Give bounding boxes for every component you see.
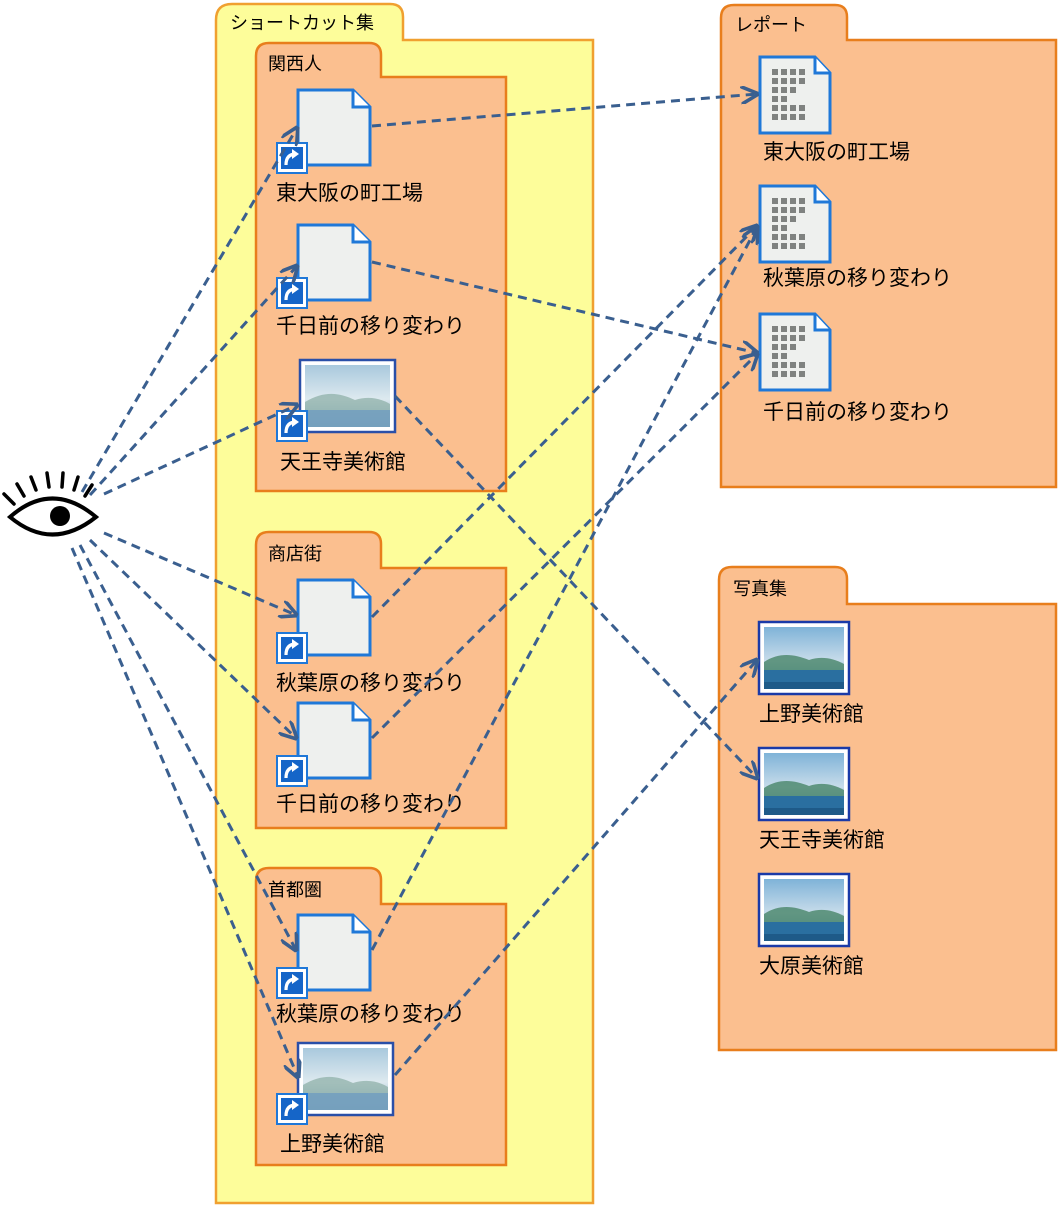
report-item-1[interactable]: 東大阪の町工場 bbox=[758, 55, 910, 164]
photos-item-3-label: 大原美術館 bbox=[759, 954, 864, 978]
shortcut-arrow-icon bbox=[275, 631, 309, 665]
photo-icon bbox=[757, 620, 851, 696]
photos-item-2[interactable]: 天王寺美術館 bbox=[757, 746, 885, 852]
shotengai-item-2-label: 千日前の移り変わり bbox=[276, 792, 465, 816]
shutoken-item-2-label: 上野美術館 bbox=[280, 1132, 385, 1156]
report-document-icon bbox=[758, 312, 832, 392]
connector bbox=[371, 94, 757, 128]
kansai-item-2[interactable]: 千日前の移り変わり bbox=[275, 223, 465, 338]
kansai-item-3[interactable]: 天王寺美術館 bbox=[275, 358, 406, 474]
shotengai-item-2[interactable]: 千日前の移り変わり bbox=[275, 701, 465, 816]
connector bbox=[78, 544, 296, 950]
shotengai-item-1[interactable]: 秋葉原の移り変わり bbox=[275, 578, 465, 695]
connector bbox=[393, 394, 757, 778]
photos-item-2-label: 天王寺美術館 bbox=[759, 828, 885, 852]
connector bbox=[103, 405, 297, 496]
connector bbox=[88, 538, 296, 738]
report-folder-label: レポート bbox=[735, 15, 807, 36]
shortcut-arrow-icon bbox=[275, 966, 309, 1000]
report-item-3-label: 千日前の移り変わり bbox=[763, 400, 952, 424]
document-icon bbox=[296, 223, 372, 302]
shutoken-item-1-label: 秋葉原の移り変わり bbox=[276, 1002, 465, 1026]
kansai-item-1[interactable]: 東大阪の町工場 bbox=[275, 88, 423, 205]
photo-icon bbox=[298, 358, 397, 434]
photo-icon bbox=[296, 1041, 395, 1117]
connector bbox=[370, 227, 757, 951]
document-icon bbox=[296, 88, 372, 167]
shotengai-folder-label: 商店街 bbox=[268, 544, 322, 565]
report-document-icon bbox=[758, 184, 832, 264]
report-document-icon bbox=[758, 55, 832, 135]
connector bbox=[103, 531, 296, 615]
photo-icon bbox=[757, 872, 851, 948]
document-icon bbox=[296, 913, 372, 992]
kansai-item-1-label: 東大阪の町工場 bbox=[276, 181, 423, 205]
shortcut-arrow-icon bbox=[275, 141, 309, 175]
document-icon bbox=[296, 701, 372, 780]
shortcut-arrow-icon bbox=[275, 754, 309, 788]
report-item-2[interactable]: 秋葉原の移り変わり bbox=[758, 184, 952, 290]
connector bbox=[393, 660, 757, 1076]
connector bbox=[371, 260, 757, 353]
connector bbox=[80, 128, 297, 493]
shutoken-item-1[interactable]: 秋葉原の移り変わり bbox=[275, 913, 465, 1026]
shortcut-arrow-icon bbox=[275, 1092, 309, 1126]
target-connectors bbox=[370, 94, 757, 1076]
eye-connectors bbox=[70, 128, 298, 1077]
report-item-1-label: 東大阪の町工場 bbox=[763, 140, 910, 164]
shotengai-item-1-label: 秋葉原の移り変わり bbox=[276, 671, 465, 695]
document-icon bbox=[296, 578, 372, 657]
shortcut-arrow-icon bbox=[275, 409, 309, 443]
kansai-item-2-label: 千日前の移り変わり bbox=[276, 314, 465, 338]
eye-icon bbox=[2, 471, 100, 537]
shutoken-item-2[interactable]: 上野美術館 bbox=[275, 1041, 395, 1156]
photo-icon bbox=[757, 746, 851, 822]
photos-item-1-label: 上野美術館 bbox=[759, 702, 864, 726]
kansai-item-3-label: 天王寺美術館 bbox=[280, 450, 406, 474]
photos-folder-label: 写真集 bbox=[733, 579, 787, 600]
kansai-folder-label: 関西人 bbox=[268, 54, 322, 75]
connector bbox=[88, 266, 297, 497]
shutoken-folder-label: 首都圏 bbox=[268, 880, 322, 901]
report-item-2-label: 秋葉原の移り変わり bbox=[763, 266, 952, 290]
shortcut-folder-label: ショートカット集 bbox=[230, 13, 374, 34]
photos-item-1[interactable]: 上野美術館 bbox=[757, 620, 864, 726]
connector bbox=[70, 547, 298, 1077]
connector bbox=[370, 354, 757, 740]
connector bbox=[370, 226, 757, 619]
photos-item-3[interactable]: 大原美術館 bbox=[757, 872, 864, 978]
report-item-3[interactable]: 千日前の移り変わり bbox=[758, 312, 952, 424]
